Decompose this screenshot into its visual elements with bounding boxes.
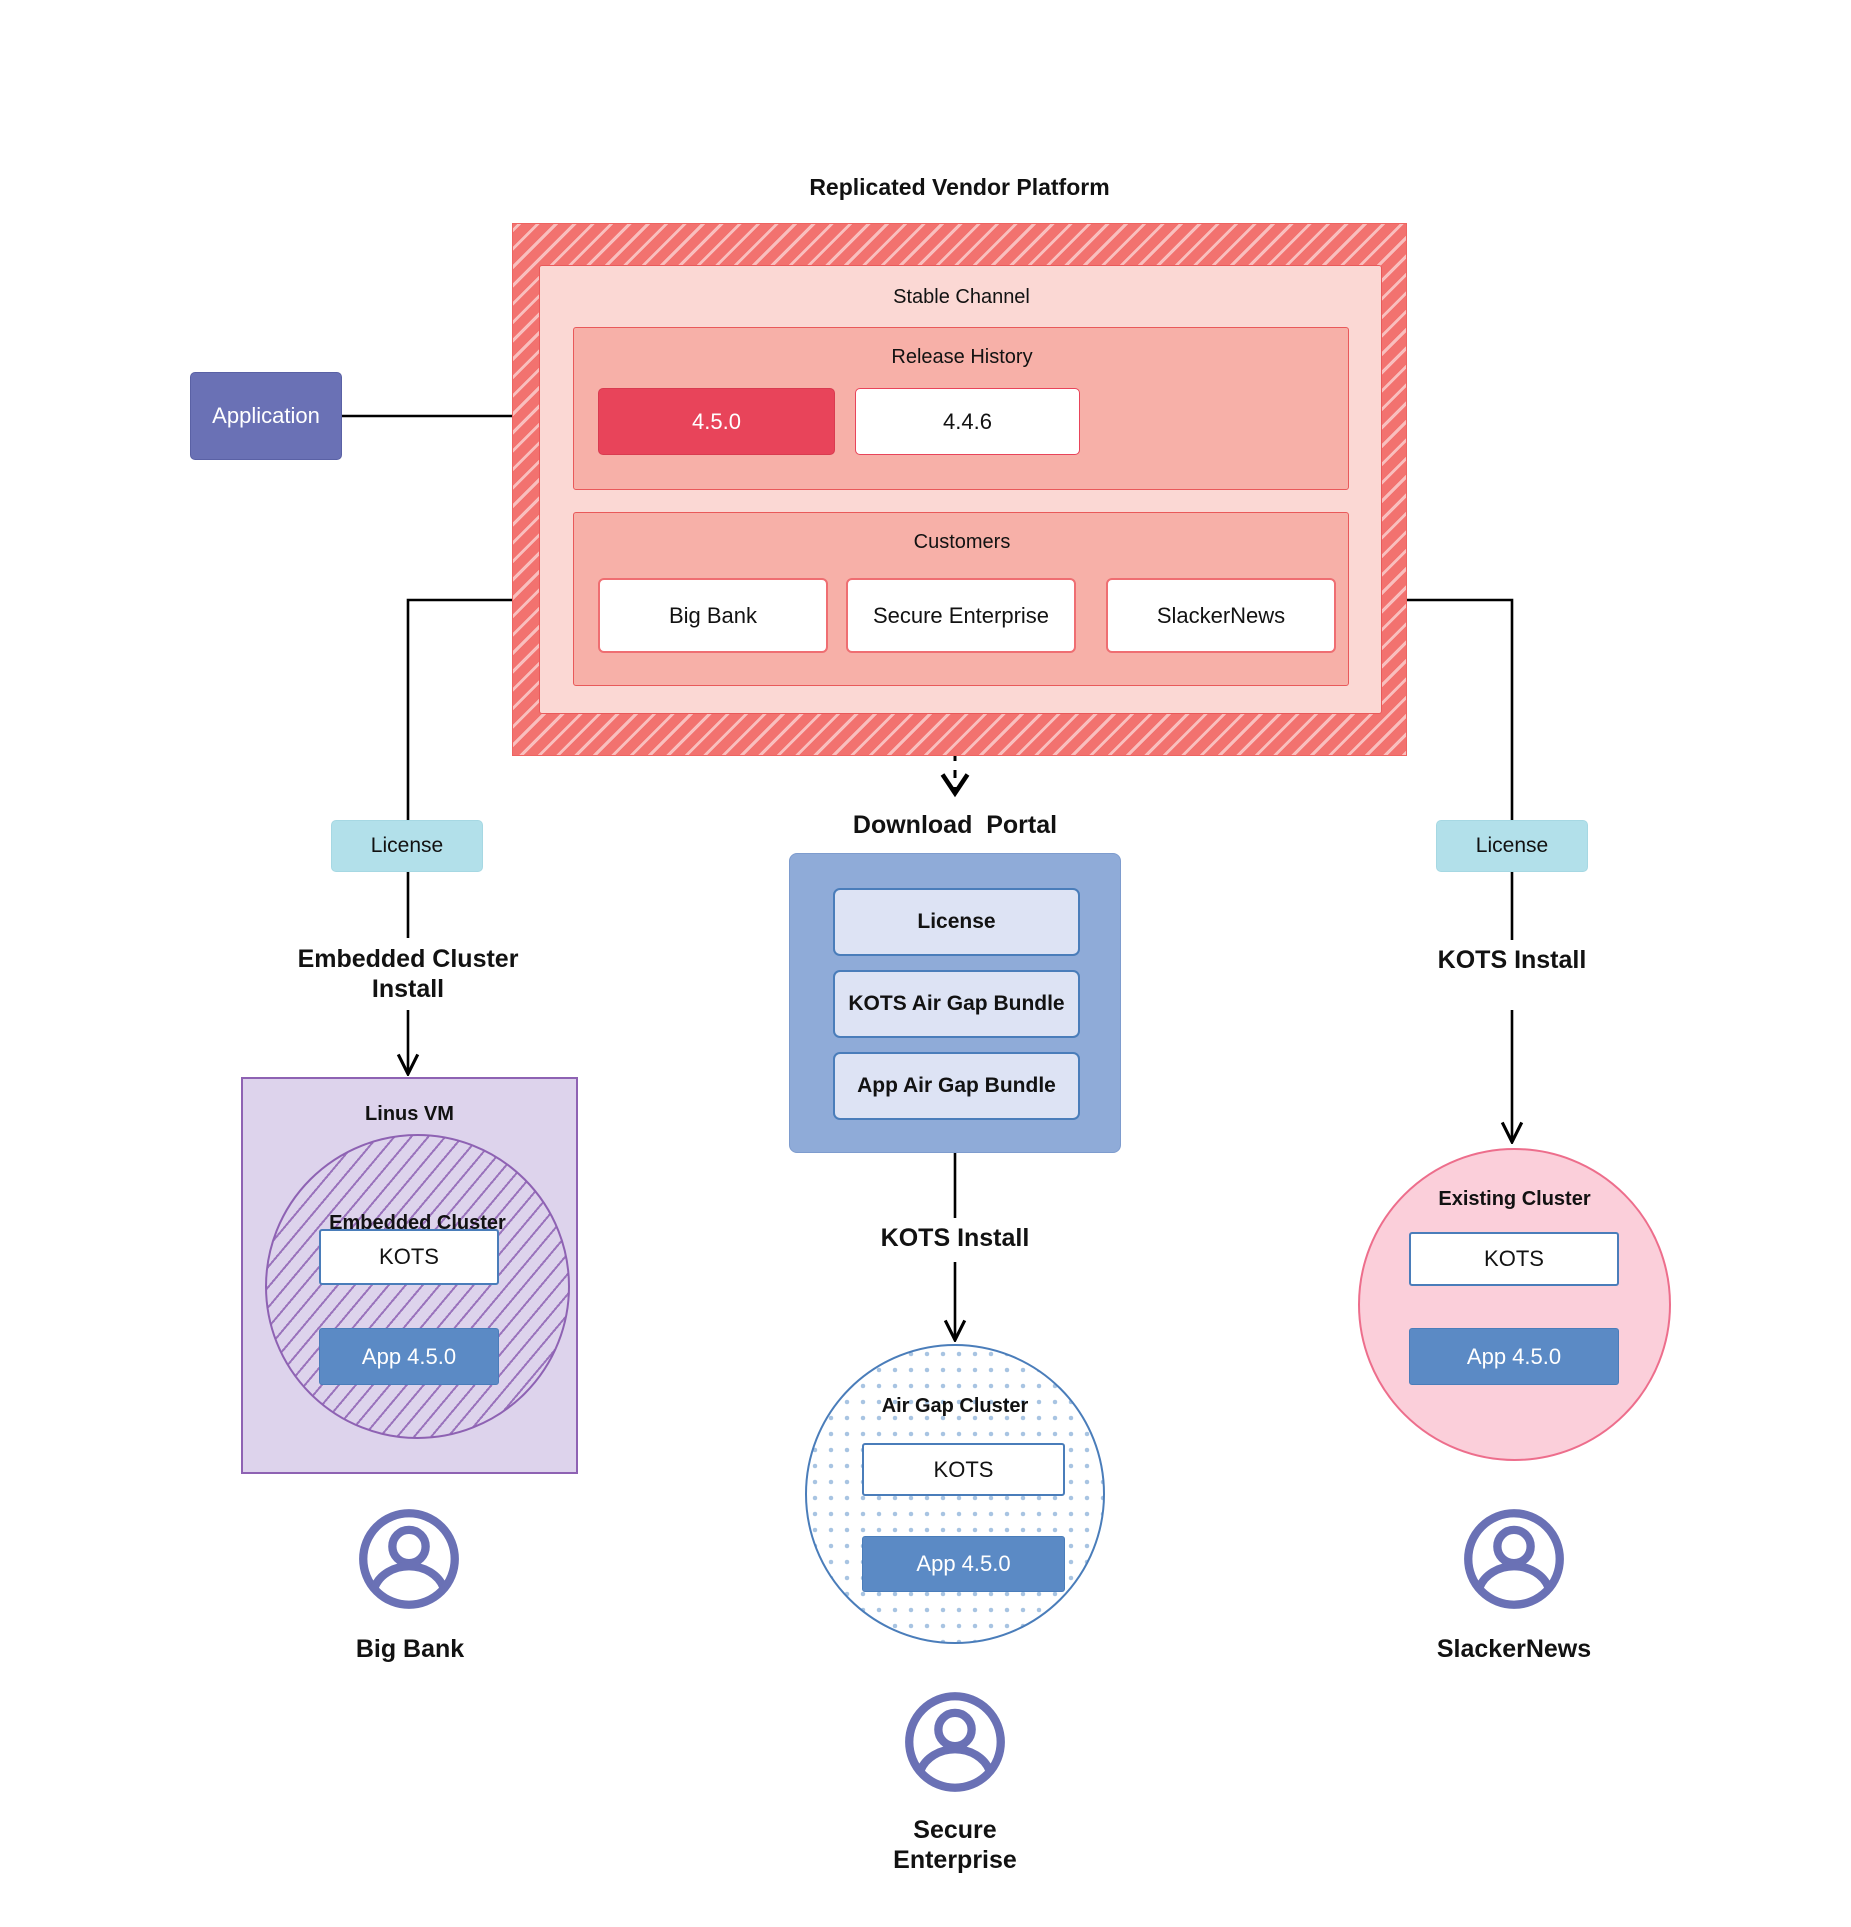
release-pill-previous[interactable]: 4.4.6 [855, 388, 1080, 455]
portal-item-kots-air-gap-bundle[interactable]: KOTS Air Gap Bundle [833, 970, 1080, 1038]
air-gap-cluster-label: Air Gap Cluster [881, 1394, 1029, 1417]
replicated-vendor-platform: Stable Channel Release History 4.5.0 4.4… [512, 223, 1407, 756]
kots-node-existing[interactable]: KOTS [1409, 1232, 1619, 1286]
customer-slackernews[interactable]: SlackerNews [1106, 578, 1336, 653]
app-node-airgap[interactable]: App 4.5.0 [862, 1536, 1065, 1592]
customer-secure-enterprise[interactable]: Secure Enterprise [846, 578, 1076, 653]
customer-label-slackernews: SlackerNews [1436, 1634, 1592, 1663]
existing-cluster-circle [1358, 1148, 1671, 1461]
customer-label-secure-enterprise: Secure Enterprise [893, 1815, 1017, 1875]
existing-cluster-label: Existing Cluster [1438, 1187, 1591, 1210]
kots-install-label-right: KOTS Install [1437, 945, 1587, 974]
platform-title: Replicated Vendor Platform [809, 173, 1110, 200]
license-chip-left[interactable]: License [331, 820, 483, 872]
release-pill-current[interactable]: 4.5.0 [598, 388, 835, 455]
download-portal-title: Download Portal [852, 810, 1058, 839]
customers-band: Customers Big Bank Secure Enterprise Sla… [573, 512, 1349, 686]
portal-item-app-air-gap-bundle[interactable]: App Air Gap Bundle [833, 1052, 1080, 1120]
avatar-secure-enterprise [905, 1692, 1005, 1792]
stable-channel-box: Stable Channel Release History 4.5.0 4.4… [539, 265, 1382, 714]
release-history-band: Release History 4.5.0 4.4.6 [573, 327, 1349, 490]
kots-install-label-middle: KOTS Install [880, 1223, 1030, 1252]
avatar-slackernews [1464, 1509, 1564, 1609]
app-node-embedded[interactable]: App 4.5.0 [319, 1328, 499, 1385]
kots-node-embedded[interactable]: KOTS [319, 1229, 499, 1285]
download-portal-box: License KOTS Air Gap Bundle App Air Gap … [789, 853, 1121, 1153]
kots-node-airgap[interactable]: KOTS [862, 1443, 1065, 1496]
license-chip-right[interactable]: License [1436, 820, 1588, 872]
linux-vm-label: Linus VM [365, 1102, 454, 1125]
embedded-cluster-install-label: Embedded Cluster Install [297, 944, 519, 1004]
embedded-cluster-circle [265, 1134, 570, 1439]
app-node-existing[interactable]: App 4.5.0 [1409, 1328, 1619, 1385]
customer-label-big-bank: Big Bank [355, 1634, 465, 1663]
embedded-cluster-label: Embedded Cluster [329, 1211, 506, 1234]
customer-big-bank[interactable]: Big Bank [598, 578, 828, 653]
stable-channel-label: Stable Channel [893, 285, 1030, 308]
portal-item-license[interactable]: License [833, 888, 1080, 956]
avatar-big-bank [359, 1509, 459, 1609]
application-node[interactable]: Application [190, 372, 342, 460]
release-history-label: Release History [891, 345, 1033, 368]
customers-label: Customers [913, 530, 1011, 553]
